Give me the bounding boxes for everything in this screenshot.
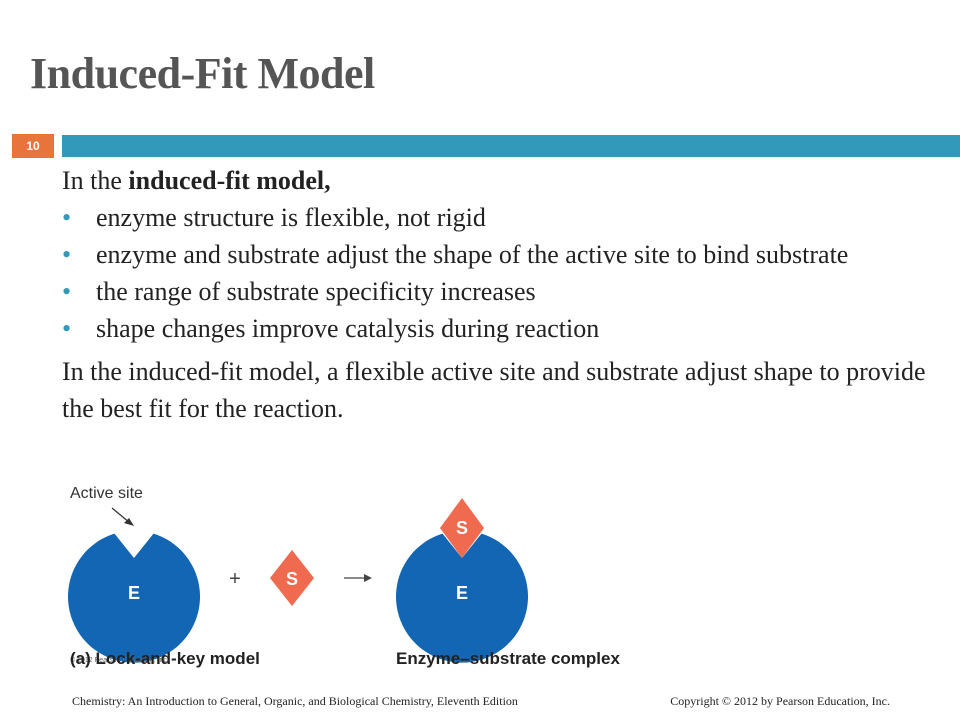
footer-copyright: Copyright © 2012 by Pearson Education, I…: [670, 694, 890, 708]
intro-prefix: In the: [62, 166, 129, 195]
caption-enzyme-substrate-complex: Enzyme–substrate complex: [396, 649, 620, 668]
bullet-list: • enzyme structure is flexible, not rigid…: [62, 199, 932, 347]
bullet-text: enzyme structure is flexible, not rigid: [96, 203, 486, 232]
bullet-text: enzyme and substrate adjust the shape of…: [96, 240, 849, 269]
bullet-item: • enzyme structure is flexible, not rigid: [62, 199, 932, 236]
lock-and-key-figure: Active site E © 2012 Pearson Education, …: [68, 485, 620, 668]
reaction-arrow-icon: [344, 574, 372, 582]
intro-line: In the induced-fit model,: [62, 162, 932, 199]
enzyme-shape-complex: [395, 533, 528, 663]
bullet-item: • the range of substrate specificity incr…: [62, 273, 932, 310]
bullet-dot-icon: •: [62, 240, 72, 269]
summary-paragraph: In the induced-fit model, a flexible act…: [62, 357, 926, 423]
slide-number-badge: 10: [12, 134, 54, 158]
plus-sign: +: [229, 568, 241, 590]
substrate-label: S: [286, 569, 298, 589]
copyright-small-text: © 2012 Pearson Education, Inc.: [70, 656, 169, 664]
bullet-text: the range of substrate specificity incre…: [96, 277, 536, 306]
slide-title: Induced-Fit Model: [30, 49, 375, 98]
enzyme-shape-with-active-site: [68, 533, 201, 663]
bullet-text: shape changes improve catalysis during r…: [96, 314, 600, 343]
intro-bold-term: induced-fit model,: [128, 166, 331, 195]
enzyme-label-left: E: [128, 583, 140, 603]
bullet-item: • enzyme and substrate adjust the shape o…: [62, 236, 932, 273]
bullet-dot-icon: •: [62, 203, 72, 232]
substrate-diamond: S: [270, 550, 314, 606]
enzyme-label-complex: E: [456, 583, 468, 603]
bullet-dot-icon: •: [62, 314, 72, 343]
header-rule-bar: [62, 135, 960, 157]
active-site-label: Active site: [70, 485, 143, 502]
slide-content: In the induced-fit model, • enzyme struct…: [62, 162, 932, 427]
bullet-dot-icon: •: [62, 277, 72, 306]
bullet-item: • shape changes improve catalysis during …: [62, 310, 932, 347]
footer-book-title: Chemistry: An Introduction to General, O…: [72, 694, 518, 708]
caption-lock-and-key: (a) Lock-and-key model: [70, 649, 260, 668]
bound-substrate-label: S: [456, 518, 468, 538]
active-site-pointer-icon: [111, 507, 134, 526]
bound-substrate-diamond: S: [440, 498, 484, 558]
